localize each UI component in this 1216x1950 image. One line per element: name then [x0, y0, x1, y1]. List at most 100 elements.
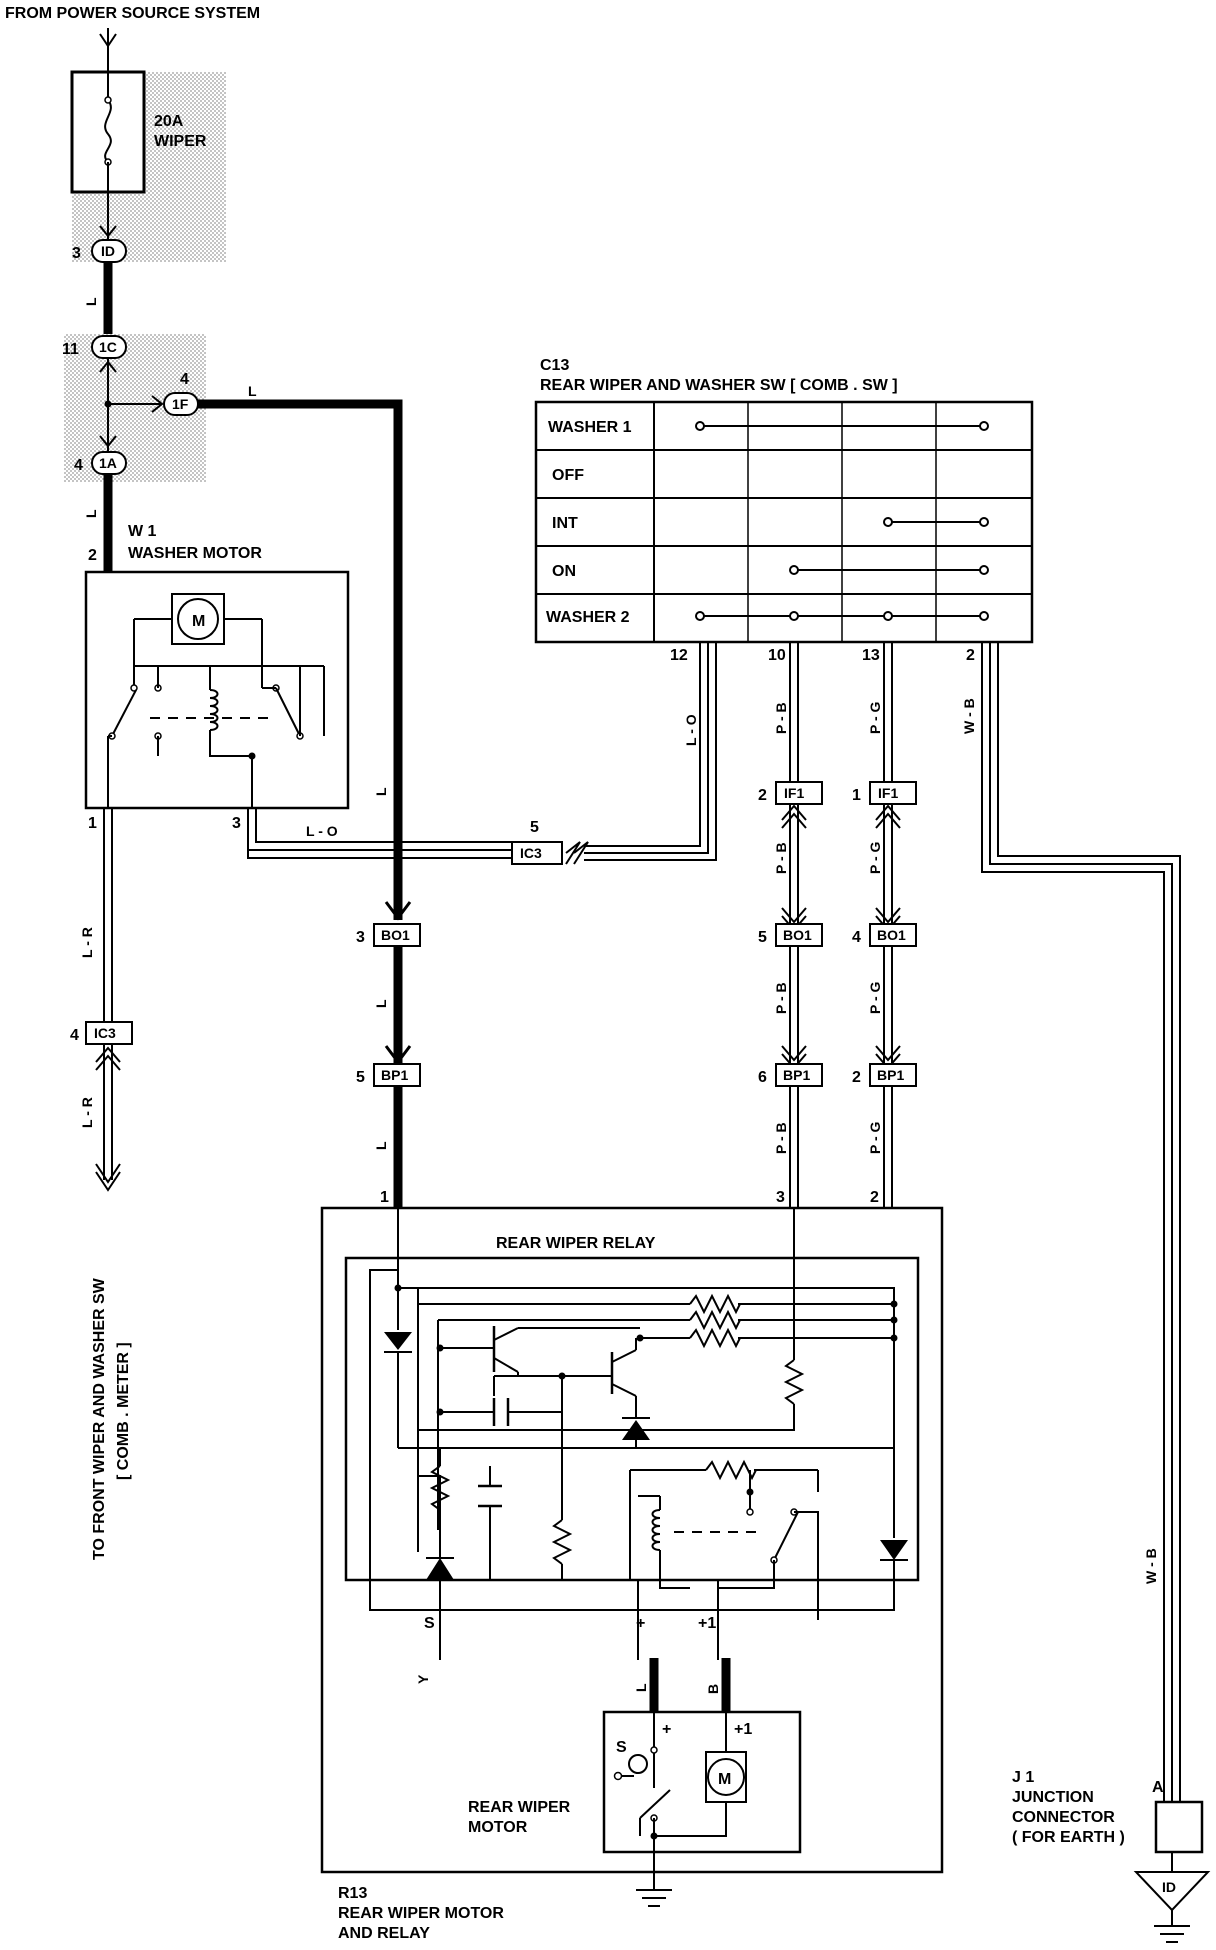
- connector-if1-b: [869, 781, 917, 805]
- switch-code: C13: [540, 357, 569, 374]
- relay-title: REAR WIPER RELAY: [496, 1235, 656, 1252]
- connector-1c-pin: 11: [62, 341, 79, 358]
- connector-bo1-c: [869, 923, 917, 947]
- wire-label-l-5: L: [373, 999, 389, 1008]
- fuse-name: WIPER: [154, 133, 207, 150]
- washer-motor-name: WASHER MOTOR: [128, 545, 262, 562]
- ground-id-triangle: [1133, 1871, 1211, 1912]
- connector-bp1-b-pin: 6: [758, 1069, 767, 1086]
- connector-1f-name: 1F: [172, 396, 189, 412]
- wire-label-l-3: L: [373, 787, 389, 796]
- switch-row-on: ON: [552, 563, 576, 580]
- wire-w-b: [981, 642, 1181, 1802]
- wire-label-lr-1: L - R: [79, 927, 95, 958]
- washer-motor-internals: [107, 593, 325, 808]
- switch-connections: [695, 421, 989, 621]
- switch-row-int: INT: [552, 515, 578, 532]
- relay-unit-pin-1: 1: [380, 1189, 389, 1206]
- connector-bo1-c-pin: 4: [852, 929, 861, 946]
- wire-label-pb-1: P - B: [773, 702, 789, 734]
- rear-motor-term-plus1: +1: [734, 1721, 752, 1738]
- relay-unit-pin-3: 3: [776, 1189, 785, 1206]
- switch-row-washer1: WASHER 1: [548, 419, 632, 436]
- connector-bp1-c-pin: 2: [852, 1069, 861, 1086]
- connector-bo1-b: [775, 923, 823, 947]
- relay-term-plus: +: [636, 1615, 645, 1632]
- connector-if1-a-name: IF1: [784, 785, 804, 801]
- connector-bo1-c-name: BO1: [877, 927, 906, 943]
- ground-symbol-junction: [1154, 1910, 1190, 1943]
- wire-label-pb-4: P - B: [773, 1122, 789, 1154]
- wire-label-lo-1: L - O: [306, 823, 338, 839]
- relay-box: [344, 1256, 920, 1582]
- rear-motor-term-plus: +: [662, 1721, 671, 1738]
- rear-motor-label-1: REAR WIPER: [468, 1799, 571, 1816]
- switch-pin-2: 2: [966, 647, 975, 664]
- junction-label-2: CONNECTOR: [1012, 1809, 1115, 1826]
- left-dest-line2: [ COMB . METER ]: [115, 1342, 132, 1480]
- connector-if1-a-pin: 2: [758, 787, 767, 804]
- wire-label-l-4: L: [83, 509, 99, 518]
- switch-row-off: OFF: [552, 467, 584, 484]
- wire-label-lo-2: L - O: [683, 714, 699, 746]
- connector-ic3-mid-pin: 5: [530, 819, 539, 836]
- connector-bo1-a-pin: 3: [356, 929, 365, 946]
- relay-unit-label-2: AND RELAY: [338, 1925, 430, 1942]
- connector-1f-pin: 4: [180, 371, 189, 388]
- connector-bo1-b-name: BO1: [783, 927, 812, 943]
- connector-ic3-left-pin: 4: [70, 1027, 79, 1044]
- wire-l-r: [95, 808, 121, 1192]
- junction-label-3: ( FOR EARTH ): [1012, 1829, 1125, 1846]
- connector-bp1-a-pin: 5: [356, 1069, 365, 1086]
- wire-label-pg-3: P - G: [867, 981, 883, 1014]
- wire-label-lr-2: L - R: [79, 1097, 95, 1128]
- wire-label-l-7: L: [633, 1683, 649, 1692]
- connector-ic3-left-name: IC3: [94, 1025, 116, 1041]
- switch-pin-12: 12: [670, 647, 688, 664]
- junction-connector-box: [1154, 1800, 1204, 1854]
- wire-p-b: [781, 642, 807, 1208]
- wire-label-pg-4: P - G: [867, 1121, 883, 1154]
- washer-motor-pin-2: 2: [88, 547, 97, 564]
- wire-label-l-6: L: [373, 1141, 389, 1150]
- connector-1c-name: 1C: [99, 339, 117, 355]
- switch-pin-10: 10: [768, 647, 786, 664]
- switch-pin-13: 13: [862, 647, 880, 664]
- power-source-label: FROM POWER SOURCE SYSTEM: [5, 5, 260, 22]
- connector-1a-pin: 4: [74, 457, 83, 474]
- switch-name: REAR WIPER AND WASHER SW [ COMB . SW ]: [540, 377, 898, 394]
- wire-label-pg-1: P - G: [867, 701, 883, 734]
- connector-bp1-b: [775, 1063, 823, 1087]
- relay-unit-label-1: REAR WIPER MOTOR: [338, 1905, 504, 1922]
- wire-label-l-2: L: [248, 383, 257, 399]
- connector-ic3-mid: [511, 841, 563, 865]
- connector-bo1-a-name: BO1: [381, 927, 410, 943]
- washer-motor-m: M: [192, 613, 205, 630]
- connector-ic3-left: [85, 1021, 133, 1045]
- rear-motor-m: M: [718, 1771, 731, 1788]
- wire-l-o-left: [247, 808, 512, 859]
- rear-motor-box: [602, 1710, 802, 1854]
- wire-label-l-1: L: [83, 297, 99, 306]
- connector-if1-b-name: IF1: [878, 785, 898, 801]
- relay-term-s: S: [424, 1615, 435, 1632]
- wire-label-pb-3: P - B: [773, 982, 789, 1014]
- connector-id-top-pin: 3: [72, 245, 81, 262]
- power-source-arrow: [99, 28, 117, 72]
- connector-if1-a: [775, 781, 823, 805]
- connector-id-top-name: ID: [101, 243, 115, 259]
- connector-bo1-b-pin: 5: [758, 929, 767, 946]
- wire-label-pg-2: P - G: [867, 841, 883, 874]
- wire-label-y: Y: [415, 1674, 431, 1684]
- left-dest-line1: TO FRONT WIPER AND WASHER SW: [91, 1277, 108, 1560]
- switch-row-washer2: WASHER 2: [546, 609, 630, 626]
- relay-term-plus1: +1: [698, 1615, 716, 1632]
- connector-bp1-a-name: BP1: [381, 1067, 408, 1083]
- washer-motor-pin-3: 3: [232, 815, 241, 832]
- washer-motor-pin-1: 1: [88, 815, 97, 832]
- relay-unit-pin-2: 2: [870, 1189, 879, 1206]
- wire-label-wb-2: W - B: [1143, 1548, 1159, 1584]
- fuse-rating: 20A: [154, 113, 184, 130]
- connector-id-bottom-name: ID: [1162, 1879, 1176, 1895]
- connector-bp1-c: [869, 1063, 917, 1087]
